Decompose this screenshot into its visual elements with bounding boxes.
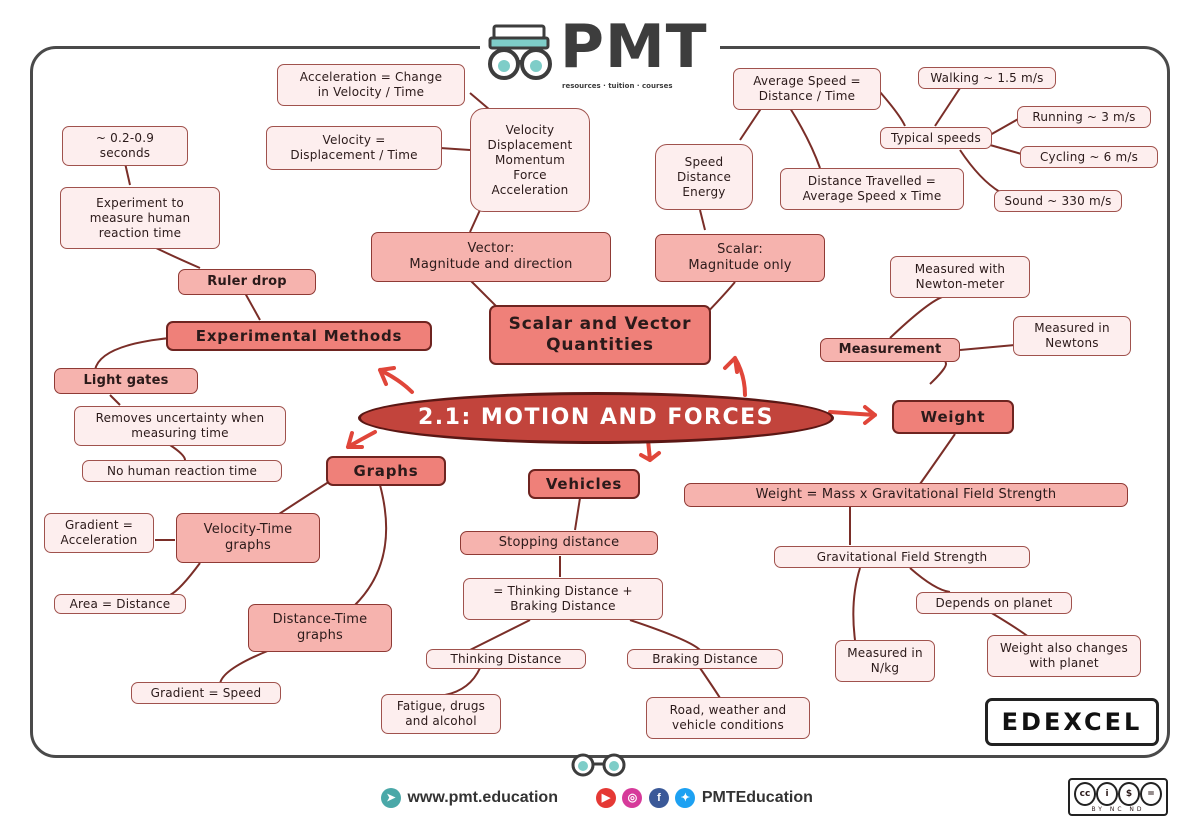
creative-commons-badge: cc i $ = BY NC ND — [1068, 778, 1168, 816]
ruler-drop: Ruler drop — [178, 269, 316, 295]
nd-icon: = — [1140, 782, 1162, 806]
youtube-icon[interactable]: ▶ — [596, 788, 616, 808]
distance-time-graphs: Distance-Time graphs — [248, 604, 392, 652]
gravitational-field-strength: Gravitational Field Strength — [774, 546, 1030, 568]
no-reaction-time: No human reaction time — [82, 460, 282, 482]
depends-on-planet: Depends on planet — [916, 592, 1072, 614]
graphs-node: Graphs — [326, 456, 446, 486]
vector-examples: Velocity Displacement Momentum Force Acc… — [470, 108, 590, 212]
logo-tagline: resources · tuition · courses — [562, 82, 673, 90]
scalar-node: Scalar: Magnitude only — [655, 234, 825, 282]
braking-distance: Braking Distance — [627, 649, 783, 669]
social-links[interactable]: ▶ ◎ f ✦ PMTEducation — [596, 788, 813, 808]
instagram-icon[interactable]: ◎ — [622, 788, 643, 808]
twitter-icon[interactable]: ✦ — [675, 788, 696, 808]
stopping-equation: = Thinking Distance + Braking Distance — [463, 578, 663, 620]
weight-changes: Weight also changes with planet — [987, 635, 1141, 677]
cursor-icon: ➤ — [381, 788, 401, 808]
website-link[interactable]: ➤ www.pmt.education — [381, 788, 558, 808]
stopping-distance: Stopping distance — [460, 531, 658, 555]
removes-uncertainty: Removes uncertainty when measuring time — [74, 406, 286, 446]
experimental-methods-node: Experimental Methods — [166, 321, 432, 351]
walking-speed: Walking ~ 1.5 m/s — [918, 67, 1056, 89]
measured-nkg: Measured in N/kg — [835, 640, 935, 682]
running-speed: Running ~ 3 m/s — [1017, 106, 1151, 128]
thinking-distance: Thinking Distance — [426, 649, 586, 669]
gradient-speed: Gradient = Speed — [131, 682, 281, 704]
website-text: www.pmt.education — [407, 789, 558, 807]
braking-factors: Road, weather and vehicle conditions — [646, 697, 810, 739]
weight-node: Weight — [892, 400, 1014, 434]
reaction-time-range: ~ 0.2-0.9 seconds — [62, 126, 188, 166]
vector-node: Vector: Magnitude and direction — [371, 232, 611, 282]
weight-equation: Weight = Mass x Gravitational Field Stre… — [684, 483, 1128, 507]
reaction-time-experiment: Experiment to measure human reaction tim… — [60, 187, 220, 249]
cc-labels: BY NC ND — [1091, 806, 1145, 813]
facebook-icon[interactable]: f — [648, 788, 669, 808]
gradient-acceleration: Gradient = Acceleration — [44, 513, 154, 553]
thinking-factors: Fatigue, drugs and alcohol — [381, 694, 501, 734]
social-handle: PMTEducation — [701, 789, 813, 807]
cc-icon: cc — [1074, 782, 1096, 806]
typical-speeds: Typical speeds — [880, 127, 992, 149]
nc-icon: $ — [1118, 782, 1140, 806]
average-speed: Average Speed = Distance / Time — [733, 68, 881, 110]
sound-speed: Sound ~ 330 m/s — [994, 190, 1122, 212]
light-gates: Light gates — [54, 368, 198, 394]
scalar-examples: Speed Distance Energy — [655, 144, 753, 210]
newton-meter: Measured with Newton-meter — [890, 256, 1030, 298]
scalar-vector-node: Scalar and Vector Quantities — [489, 305, 711, 365]
acceleration-equation: Acceleration = Change in Velocity / Time — [277, 64, 465, 106]
pmt-logo: PMT resources · tuition · courses — [480, 12, 720, 96]
by-icon: i — [1096, 782, 1118, 806]
velocity-time-graphs: Velocity-Time graphs — [176, 513, 320, 563]
exam-board-badge: EDEXCEL — [985, 698, 1159, 746]
glasses-icon — [571, 753, 626, 777]
area-distance: Area = Distance — [54, 594, 186, 614]
velocity-equation: Velocity = Displacement / Time — [266, 126, 442, 170]
glasses-book-icon — [488, 24, 552, 80]
central-topic: 2.1: MOTION AND FORCES — [358, 392, 834, 444]
measured-newtons: Measured in Newtons — [1013, 316, 1131, 356]
measurement-node: Measurement — [820, 338, 960, 362]
logo-wordmark: PMT — [560, 12, 708, 82]
distance-travelled: Distance Travelled = Average Speed x Tim… — [780, 168, 964, 210]
vehicles-node: Vehicles — [528, 469, 640, 499]
cycling-speed: Cycling ~ 6 m/s — [1020, 146, 1158, 168]
